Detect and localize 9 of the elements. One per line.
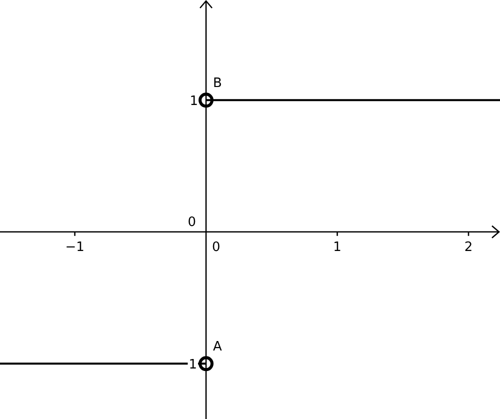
point-label: A bbox=[213, 340, 222, 355]
tick-label: 1 bbox=[188, 358, 198, 373]
tick-label: 2 bbox=[464, 240, 473, 255]
point-label: B bbox=[213, 76, 222, 92]
tick-label: 1 bbox=[333, 240, 342, 255]
tick-label: 1 bbox=[190, 94, 198, 110]
tick-label: 0 bbox=[212, 240, 220, 255]
tick-label: 0 bbox=[188, 214, 196, 230]
tick-label: −1 bbox=[65, 240, 84, 255]
